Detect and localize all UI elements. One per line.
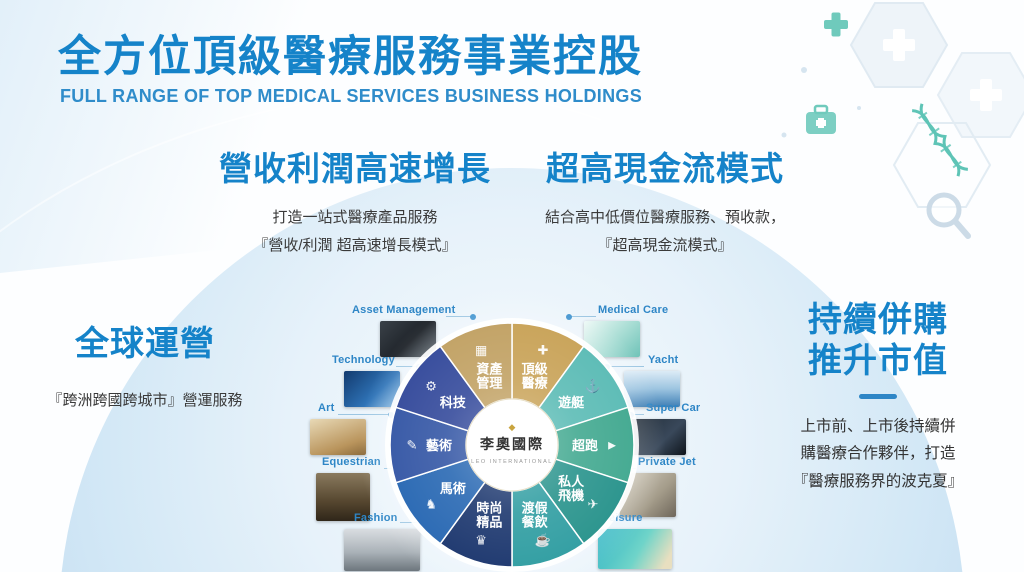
section-text-line: 『醫療服務界的波克夏』 [792, 473, 964, 491]
wheel-segment-label-fashion: 時尚精品 [476, 500, 502, 529]
section-global-operations: 全球運營 『跨洲跨國跨城市』營運服務 [20, 316, 270, 415]
technology-icon: ⚙ [425, 379, 437, 394]
section-title-ma-line2: 推升市值 [808, 341, 948, 380]
section-mergers-acquisitions: 持續併購 推升市值 上市前、上市後持續併 購醫療合作夥伴，打造 『醫療服務界的波… [778, 300, 978, 496]
medical-kit-cross [816, 120, 826, 126]
wheel-segment-label-medical: 頂級醫療 [522, 361, 549, 390]
medical-kit-handle [813, 104, 829, 115]
section-text-line: 打造一站式醫療產品服務 [272, 209, 438, 226]
section-title-global-operations: 全球運營 [75, 325, 215, 363]
magnifier-icon [926, 192, 962, 228]
leisure-dining-icon: ☕ [535, 532, 551, 548]
section-text-line: 購醫療合作夥伴，打造 [800, 445, 956, 463]
wheel-center-subname: LEO INTERNATIONAL [471, 459, 553, 465]
medical-cross-icon [893, 29, 905, 61]
section-title-cashflow-model: 超高現金流模式 [546, 150, 784, 187]
art-photo [310, 419, 366, 455]
leo-logo-icon: ◆ [509, 422, 516, 432]
wheel-segment-label-leisure: 渡假餐飲 [521, 500, 549, 529]
wheel-segment-label-technology: 科技 [440, 395, 467, 410]
wheel-segment-label-yacht: 遊艇 [558, 395, 585, 410]
section-cashflow-model: 超高現金流模式 結合高中低價位醫療服務、預收款， 『超高現金流模式』 [495, 142, 835, 260]
private-jet-icon: ✈ [587, 496, 598, 511]
medical-cross-icon [980, 79, 992, 111]
asset-management-icon: ▦ [475, 342, 487, 357]
hexagon-shape [892, 122, 992, 208]
section-title-ma-line1: 持續併購 [808, 301, 948, 339]
super-car-icon: ► [606, 438, 619, 453]
section-text-line: 『超高現金流模式』 [597, 236, 733, 254]
decor-dot [857, 106, 861, 110]
callout-label: Art [318, 402, 335, 414]
wheel-segment-label-art: 藝術 [426, 438, 452, 453]
yacht-icon: ⚓ [585, 379, 601, 394]
section-title-revenue-growth: 營收利潤高速增長 [219, 150, 491, 187]
dna-icon [911, 103, 969, 177]
wheel-center: ◆ 李奧國際 LEO INTERNATIONAL [465, 398, 559, 492]
decor-dot [781, 132, 787, 138]
callout-art: Art [310, 402, 366, 455]
section-text-line: 上市前、上市後持續併 [800, 417, 956, 435]
title-divider [859, 393, 897, 399]
page-subtitle: FULL RANGE OF TOP MEDICAL SERVICES BUSIN… [60, 86, 643, 106]
teal-cross-icon [831, 12, 841, 37]
wheel-segment-label-asset: 資產管理 [476, 361, 502, 390]
page-title: 全方位頂級醫療服務事業控股 [58, 33, 643, 81]
section-text-line: 『跨洲跨國跨城市』營運服務 [47, 392, 243, 409]
section-revenue-growth: 營收利潤高速增長 打造一站式醫療產品服務 『營收/利潤 超高速增長模式』 [185, 142, 525, 260]
section-text-line: 結合高中低價位醫療服務、預收款， [544, 209, 785, 226]
medical-cross-icon: ✚ [537, 342, 548, 357]
magnifier-handle [952, 218, 971, 239]
callout-label: Medical Care [598, 304, 669, 316]
wheel-segment-label-supercar: 超跑 [572, 438, 598, 453]
equestrian-icon: ♞ [425, 496, 437, 511]
wheel-segment-label-equestrian: 馬術 [440, 480, 466, 495]
business-wheel-diagram: ✚ 頂級醫療 ⚓遊艇 ► 超跑 ✈私人飛機 ☕ 渡假餐飲 ♛ 時尚精品 ♞馬術 ✎ 藝術 ⚙科技 ▦ 資產管理… [385, 318, 639, 572]
wheel-center-name: 李奧國際 [479, 436, 544, 452]
section-text-line: 『營收/利潤 超高速增長模式』 [253, 236, 457, 254]
medical-decoration [781, 2, 1024, 239]
fashion-icon: ♛ [475, 533, 487, 548]
art-icon: ✎ [407, 438, 418, 453]
decor-dot [801, 67, 807, 73]
wheel-segment-label-jet: 私人飛機 [557, 473, 585, 502]
wheel-center-circle [465, 398, 559, 492]
callout-label: Yacht [648, 354, 679, 366]
